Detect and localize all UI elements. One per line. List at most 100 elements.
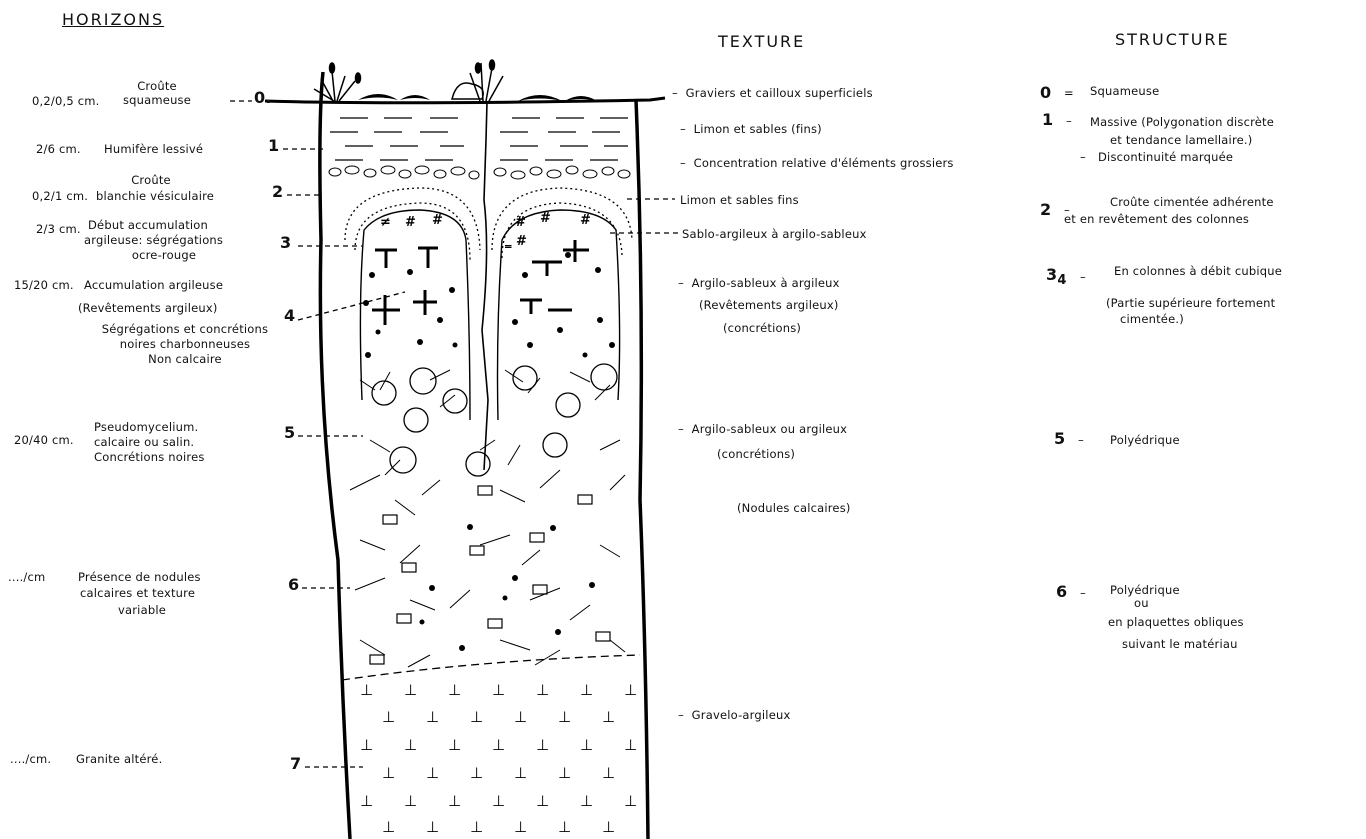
granite-mark: ⊥ [448, 736, 461, 754]
granite-mark: ⊥ [624, 736, 637, 754]
svg-text:#: # [580, 213, 591, 228]
granite-mark: ⊥ [360, 681, 373, 699]
structure-6-label: 6 [1056, 585, 1067, 599]
granite-mark: ⊥ [536, 681, 549, 699]
structure-2-label: 2 [1040, 203, 1051, 217]
plant-tufts [314, 60, 503, 101]
granite-mark: ⊥ [492, 792, 505, 810]
horizon-5-desc-3: Concrétions noires [94, 450, 205, 464]
structure-6-line-4: suivant le matériau [1122, 637, 1238, 651]
horizon-2-desc-1: Croûte [96, 173, 206, 187]
svg-text:‗ #: ‗ # [505, 234, 527, 249]
granite-mark: ⊥ [360, 736, 373, 754]
horizon-5-desc-2: calcaire ou salin. [94, 435, 194, 449]
granite-mark: ⊥ [624, 792, 637, 810]
granite-mark: ⊥ [558, 764, 571, 782]
horizon-3-thickness: 2/3 cm. [36, 222, 81, 236]
texture-item: – Argilo-sableux ou argileux [678, 422, 847, 436]
horizon-2-desc-2: blanchie vésiculaire [96, 189, 214, 203]
granite-mark: ⊥ [514, 818, 527, 836]
granite-mark: ⊥ [426, 818, 439, 836]
texture-item: – Concentration relative d'éléments gros… [680, 156, 954, 170]
horizon-6-label: 6 [288, 578, 299, 592]
gravel-band [329, 166, 630, 179]
granite-mark: ⊥ [602, 708, 615, 726]
granite-mark: ⊥ [580, 681, 593, 699]
texture-leader-lines [610, 199, 680, 233]
svg-text:#: # [405, 215, 416, 230]
granite-mark: ⊥ [448, 792, 461, 810]
horizon-4-thickness: 15/20 cm. [14, 278, 74, 292]
structure-1-line-1: Massive (Polygonation discrète [1090, 115, 1274, 129]
horizon-3-label: 3 [280, 236, 291, 250]
granite-mark: ⊥ [558, 818, 571, 836]
texture-item: Sablo-argileux à argilo-sableux [682, 227, 867, 241]
texture-header: TEXTURE [718, 35, 805, 49]
horizon-6-desc-2: calcaires et texture [80, 586, 195, 600]
structure-header: STRUCTURE [1115, 33, 1230, 47]
texture-item: (Revêtements argileux) [699, 298, 839, 312]
granite-mark: ⊥ [426, 708, 439, 726]
granite-mark: ⊥ [514, 764, 527, 782]
structure-1-sep: – [1066, 114, 1072, 128]
granite-mark: ⊥ [360, 792, 373, 810]
granite-marks: ⊥⊥⊥⊥⊥⊥⊥⊥⊥⊥⊥⊥⊥⊥⊥⊥⊥⊥⊥⊥⊥⊥⊥⊥⊥⊥⊥⊥⊥⊥⊥⊥⊥⊥⊥⊥⊥⊥⊥ [360, 681, 637, 836]
granite-mark: ⊥ [580, 792, 593, 810]
horizon-4-label: 4 [284, 309, 295, 323]
horizon-5-label: 5 [284, 426, 295, 440]
horizon-6-thickness: ..../cm [8, 570, 45, 584]
granite-mark: ⊥ [492, 681, 505, 699]
texture-item: (Nodules calcaires) [737, 501, 851, 515]
horizon-7-desc-1: Granite altéré. [76, 752, 162, 766]
granite-mark: ⊥ [426, 764, 439, 782]
texture-item: – Limon et sables (fins) [680, 122, 822, 136]
horizon-4-desc-2: (Revêtements argileux) [78, 301, 218, 315]
structure-3-line-2: (Partie supérieure fortement [1106, 296, 1275, 310]
horizon-3-desc-1: Début accumulation [88, 218, 208, 232]
structure-2-line-1: Croûte cimentée adhérente [1110, 195, 1274, 209]
structure-2-line-2: et en revêtement des colonnes [1064, 212, 1249, 226]
horizon-6-desc-3: variable [118, 603, 166, 617]
horizon-4-desc-4: noires charbonneuses [70, 337, 300, 351]
svg-text:#: # [432, 213, 443, 228]
horizon-4-desc-3: Ségrégations et concrétions [70, 322, 300, 336]
profile-right-wall [636, 100, 648, 839]
svg-text:≠: ≠ [380, 215, 391, 230]
granite-mark: ⊥ [382, 708, 395, 726]
texture-item: – Gravelo-argileux [678, 708, 790, 722]
texture-item: – Argilo-sableux à argileux [678, 276, 840, 290]
structure-3-sep: – [1080, 270, 1086, 284]
texture-item: – Graviers et cailloux superficiels [672, 86, 873, 100]
granite-mark: ⊥ [448, 681, 461, 699]
horizon-2-label: 2 [272, 185, 283, 199]
horizon-0-thickness: 0,2/0,5 cm. [32, 94, 100, 108]
horizon-6-desc-1: Présence de nodules [78, 570, 201, 584]
granite-mark: ⊥ [492, 736, 505, 754]
structure-1b-sep: – [1080, 150, 1086, 164]
granite-mark: ⊥ [580, 736, 593, 754]
horizon-7-label: 7 [290, 757, 301, 771]
granite-mark: ⊥ [404, 736, 417, 754]
horizon-4-desc-5: Non calcaire [70, 352, 300, 366]
structure-6-line-2: ou [1134, 596, 1149, 610]
granite-mark: ⊥ [470, 764, 483, 782]
horizon-3-desc-2: argileuse: ségrégations [84, 233, 223, 247]
granite-mark: ⊥ [382, 764, 395, 782]
structure-3-line-1: En colonnes à débit cubique [1114, 264, 1282, 278]
structure-6-line-3: en plaquettes obliques [1108, 615, 1244, 629]
structure-0-label: 0 [1040, 86, 1051, 100]
horizon-1-dashes [330, 118, 628, 160]
texture-item: Limon et sables fins [680, 193, 799, 207]
granite-boundary [342, 655, 640, 680]
horizon-0-label: 0. [254, 91, 272, 105]
structure-1b-line-1: Discontinuité marquée [1098, 150, 1233, 164]
horizon-7-thickness: ..../cm. [10, 752, 51, 766]
granite-mark: ⊥ [558, 708, 571, 726]
structure-3-line-3: cimentée.) [1120, 312, 1184, 326]
structure-1-label: 1 [1042, 113, 1053, 127]
structure-3-label: 34 [1046, 268, 1067, 288]
structure-6-sep: – [1080, 586, 1086, 600]
texture-item: (concrétions) [717, 447, 795, 461]
granite-mark: ⊥ [470, 818, 483, 836]
granite-mark: ⊥ [514, 708, 527, 726]
